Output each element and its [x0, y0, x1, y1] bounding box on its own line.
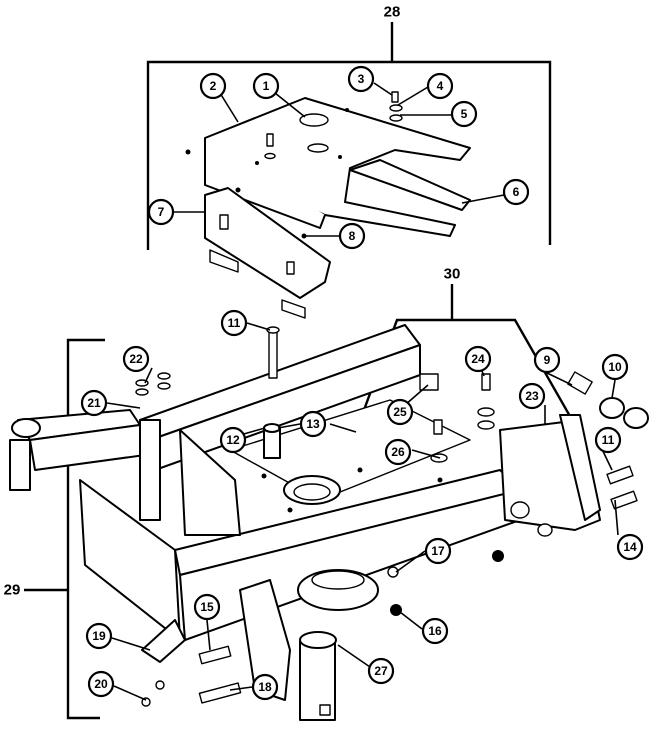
svg-text:4: 4: [437, 79, 444, 93]
callout-17: 17: [424, 537, 452, 565]
group-label-30: 30: [444, 266, 461, 283]
group-label-29: 29: [4, 582, 21, 599]
svg-text:6: 6: [513, 185, 520, 199]
callout-13: 13: [299, 410, 327, 438]
group-label-28: 28: [384, 4, 401, 21]
svg-text:8: 8: [349, 229, 356, 243]
svg-text:23: 23: [525, 389, 539, 403]
callout-24: 24: [464, 345, 492, 373]
callout-25: 25: [386, 398, 414, 426]
svg-text:19: 19: [92, 629, 106, 643]
svg-text:17: 17: [431, 544, 445, 558]
svg-text:27: 27: [374, 664, 388, 678]
svg-text:20: 20: [94, 677, 108, 691]
svg-text:10: 10: [608, 360, 622, 374]
callout-9: 9: [533, 346, 561, 374]
callout-21: 21: [80, 389, 108, 417]
callout-4: 4: [426, 72, 454, 100]
callout-11-top: 11: [220, 309, 248, 337]
callout-19: 19: [85, 622, 113, 650]
hitch-bar: [299, 631, 337, 721]
callout-23: 23: [518, 382, 546, 410]
svg-text:25: 25: [393, 405, 407, 419]
svg-text:24: 24: [471, 352, 485, 366]
svg-text:21: 21: [87, 396, 101, 410]
small-hardware: [135, 326, 649, 707]
svg-text:5: 5: [461, 107, 468, 121]
svg-text:11: 11: [228, 316, 241, 330]
callout-27: 27: [367, 657, 395, 685]
callout-20: 20: [87, 670, 115, 698]
callout-3: 3: [347, 65, 375, 93]
svg-text:7: 7: [158, 205, 165, 219]
svg-text:3: 3: [358, 72, 365, 86]
callout-26: 26: [384, 438, 412, 466]
group-bracket-28: 28: [146, 4, 552, 250]
callout-11-right: 11: [594, 426, 622, 454]
callout-22: 22: [122, 345, 150, 373]
strip-plate: [349, 159, 471, 211]
svg-text:12: 12: [226, 433, 240, 447]
svg-text:16: 16: [428, 624, 442, 638]
svg-text:18: 18: [258, 680, 272, 694]
callout-1: 1: [252, 72, 280, 100]
svg-text:1: 1: [263, 79, 270, 93]
mounting-bracket: [204, 187, 331, 319]
callout-16: 16: [421, 617, 449, 645]
callout-15: 15: [193, 593, 221, 621]
turntable: [297, 569, 379, 611]
cover-plate: [185, 97, 471, 237]
svg-text:15: 15: [200, 600, 214, 614]
main-frame: [9, 324, 601, 701]
callout-6: 6: [502, 178, 530, 206]
svg-text:22: 22: [129, 352, 143, 366]
svg-text:9: 9: [544, 353, 551, 367]
svg-text:13: 13: [306, 417, 320, 431]
callout-8: 8: [338, 222, 366, 250]
callout-10: 10: [601, 353, 629, 381]
king-pin: [263, 423, 281, 459]
callout-18: 18: [251, 673, 279, 701]
callout-7: 7: [147, 198, 175, 226]
callout-12: 12: [219, 426, 247, 454]
leader-lines: [106, 82, 619, 701]
plate-bolts: [219, 91, 403, 275]
svg-text:26: 26: [391, 445, 405, 459]
group-bracket-29: 29: [4, 338, 105, 720]
callout-5: 5: [450, 100, 478, 128]
svg-text:14: 14: [623, 540, 637, 554]
callout-2: 2: [199, 72, 227, 100]
svg-text:2: 2: [210, 79, 217, 93]
callout-14: 14: [616, 533, 644, 561]
svg-text:11: 11: [602, 433, 615, 447]
